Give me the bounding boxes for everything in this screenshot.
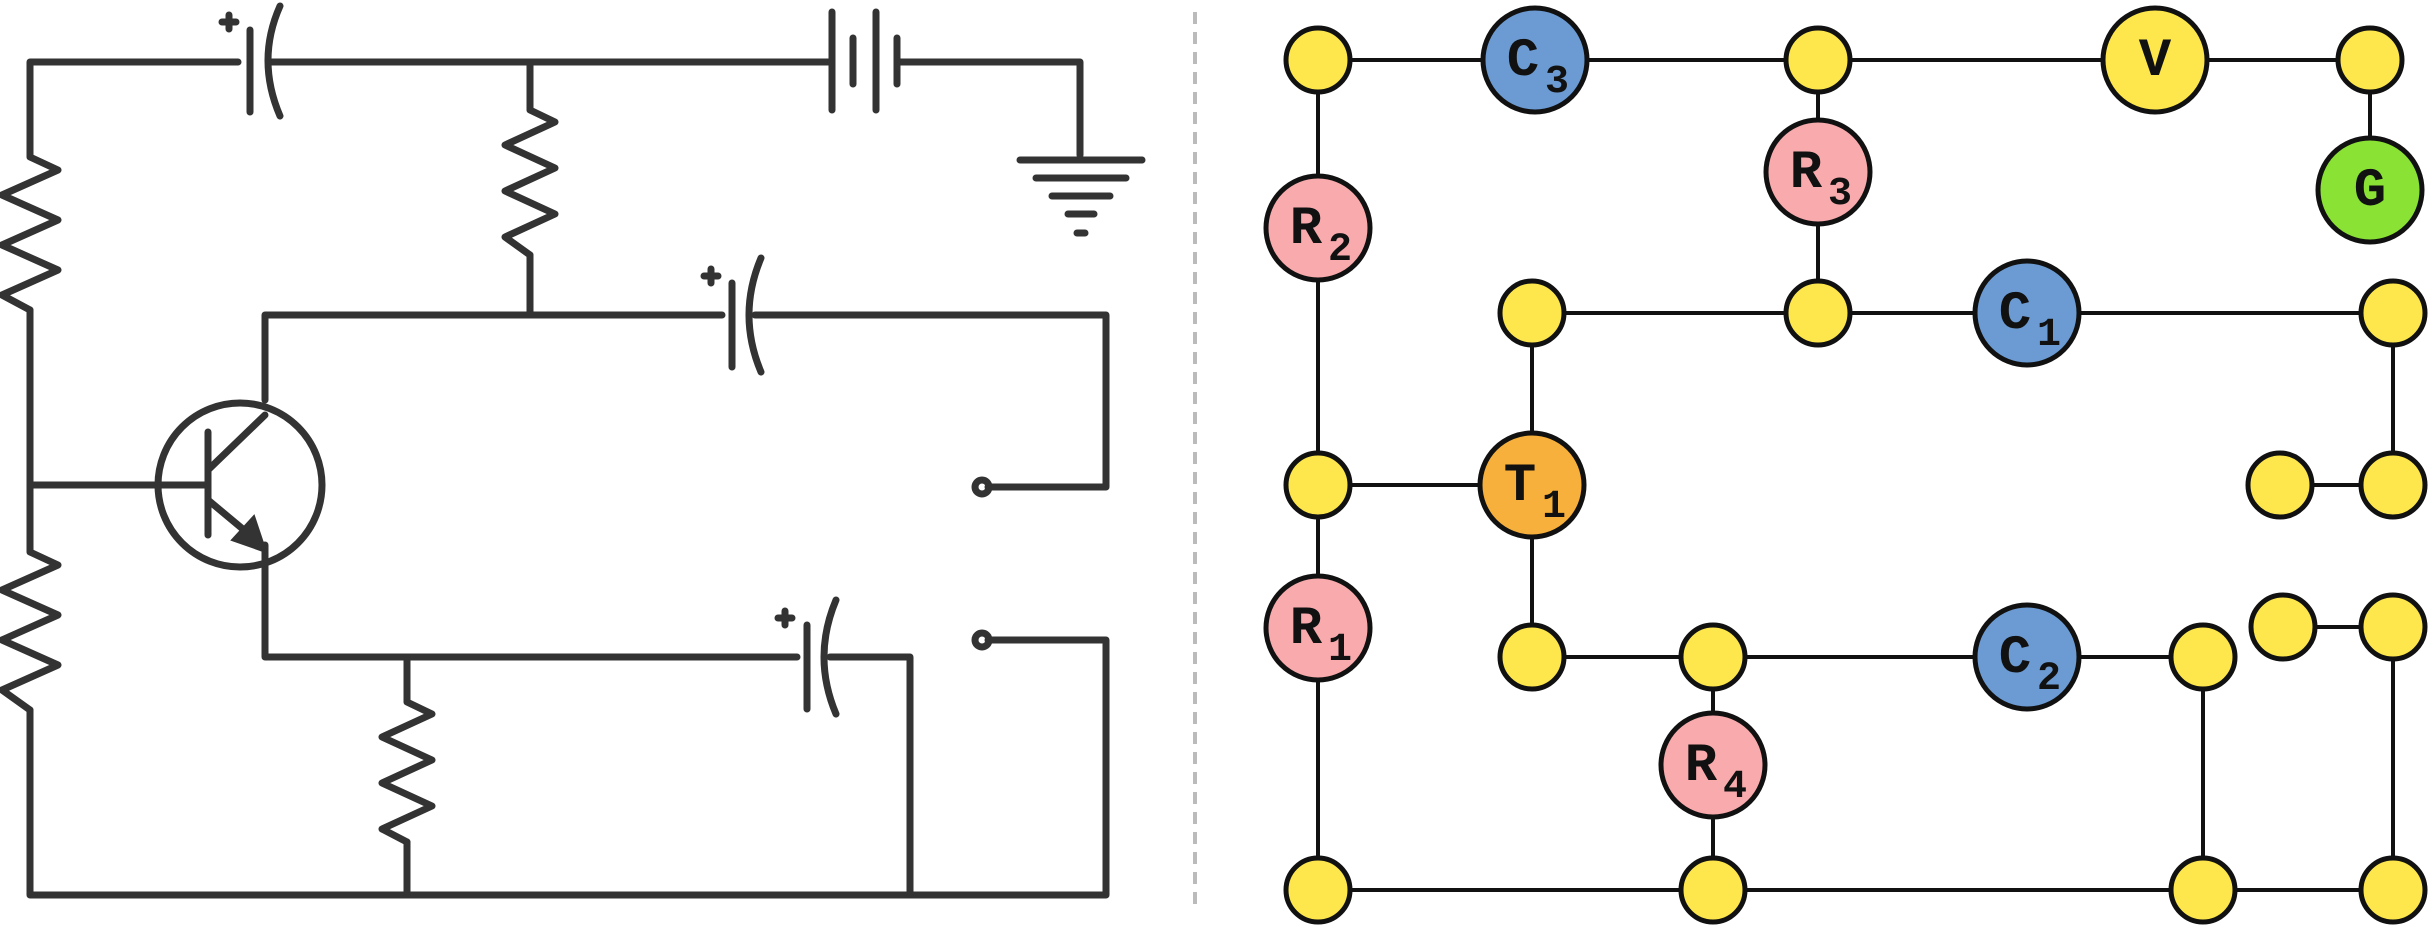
output-terminal-bottom xyxy=(971,629,993,651)
junction-node xyxy=(2358,592,2428,662)
component-node-v: V xyxy=(2100,5,2210,115)
junction-node xyxy=(1678,622,1748,692)
wire-left-bottom xyxy=(26,636,1110,899)
capacitor-c3 xyxy=(218,2,284,120)
junction-node xyxy=(2335,25,2405,95)
resistor-circle xyxy=(1263,173,1373,283)
circuit-schematic xyxy=(0,2,1146,899)
junction-node xyxy=(1497,622,1567,692)
junction-node xyxy=(2168,855,2238,925)
node-label: R xyxy=(1790,143,1823,204)
node-subscript: 3 xyxy=(1828,172,1852,217)
junction-node xyxy=(2358,450,2428,520)
node-label: R xyxy=(1290,599,1323,660)
junction-node xyxy=(1283,25,1353,95)
junction-circle xyxy=(2358,450,2428,520)
output-terminal-top xyxy=(971,476,993,498)
junction-circle xyxy=(1783,25,1853,95)
npn-transistor xyxy=(154,399,326,571)
node-label: C xyxy=(1999,284,2031,345)
junction-circle xyxy=(2248,592,2318,662)
junction-circle xyxy=(1497,622,1567,692)
capacitor-circle xyxy=(1972,258,2082,368)
junction-circle xyxy=(1283,25,1353,95)
capacitor-circle xyxy=(1480,5,1590,115)
node-label: V xyxy=(2139,31,2172,92)
node-label: R xyxy=(1290,199,1323,260)
junction-circle xyxy=(2358,855,2428,925)
junction-circle xyxy=(2168,622,2238,692)
node-label: T xyxy=(1504,456,1536,517)
junction-circle xyxy=(1283,855,1353,925)
resistor-r4 xyxy=(378,688,436,846)
wire-top-left xyxy=(26,58,242,149)
wire-collector-rail xyxy=(261,311,726,404)
junction-circle xyxy=(2358,592,2428,662)
junction-node xyxy=(1783,278,1853,348)
node-subscript: 2 xyxy=(2037,657,2061,702)
junction-node xyxy=(2245,450,2315,520)
junction-node xyxy=(2248,592,2318,662)
junction-node xyxy=(2168,622,2238,692)
node-subscript: 1 xyxy=(1542,485,1566,530)
resistor-circle xyxy=(1263,573,1373,683)
ground-icon xyxy=(1016,156,1146,237)
battery-icon xyxy=(828,8,901,114)
wire-top-right xyxy=(894,58,1084,159)
junction-node xyxy=(1678,855,1748,925)
wire-emitter-rail xyxy=(261,541,801,661)
resistor-circle xyxy=(1658,710,1768,820)
source-circle xyxy=(2100,5,2210,115)
junction-circle xyxy=(1783,278,1853,348)
junction-circle xyxy=(2168,855,2238,925)
node-label: R xyxy=(1685,736,1718,797)
wire-c2-out xyxy=(826,653,914,899)
junction-circle xyxy=(1497,278,1567,348)
junction-circle xyxy=(1678,622,1748,692)
wire-c1-out xyxy=(751,311,1110,491)
capacitor-c2 xyxy=(774,596,840,718)
ground-circle xyxy=(2315,135,2425,245)
junction-node xyxy=(2358,855,2428,925)
node-label: C xyxy=(1507,31,1539,92)
junction-node xyxy=(1283,450,1353,520)
junction-circle xyxy=(2335,25,2405,95)
component-node-g: G xyxy=(2315,135,2425,245)
resistor-r3 xyxy=(501,96,559,259)
junction-circle xyxy=(1678,855,1748,925)
junction-circle xyxy=(2358,278,2428,348)
junction-node xyxy=(1783,25,1853,95)
transistor-circle xyxy=(1477,430,1587,540)
junction-node xyxy=(2358,278,2428,348)
resistor-circle xyxy=(1763,117,1873,227)
node-subscript: 3 xyxy=(1545,60,1569,105)
node-subscript: 1 xyxy=(2037,313,2061,358)
node-subscript: 2 xyxy=(1328,228,1352,273)
node-subscript: 1 xyxy=(1328,628,1352,673)
capacitor-c1 xyxy=(700,254,765,376)
node-subscript: 4 xyxy=(1723,765,1747,810)
capacitor-circle xyxy=(1972,602,2082,712)
node-label: G xyxy=(2354,161,2386,222)
junction-node xyxy=(1497,278,1567,348)
resistor-r1 xyxy=(0,536,62,714)
node-label: C xyxy=(1999,628,2031,689)
resistor-r2 xyxy=(0,141,62,314)
junction-circle xyxy=(2245,450,2315,520)
junction-circle xyxy=(1283,450,1353,520)
junction-node xyxy=(1283,855,1353,925)
